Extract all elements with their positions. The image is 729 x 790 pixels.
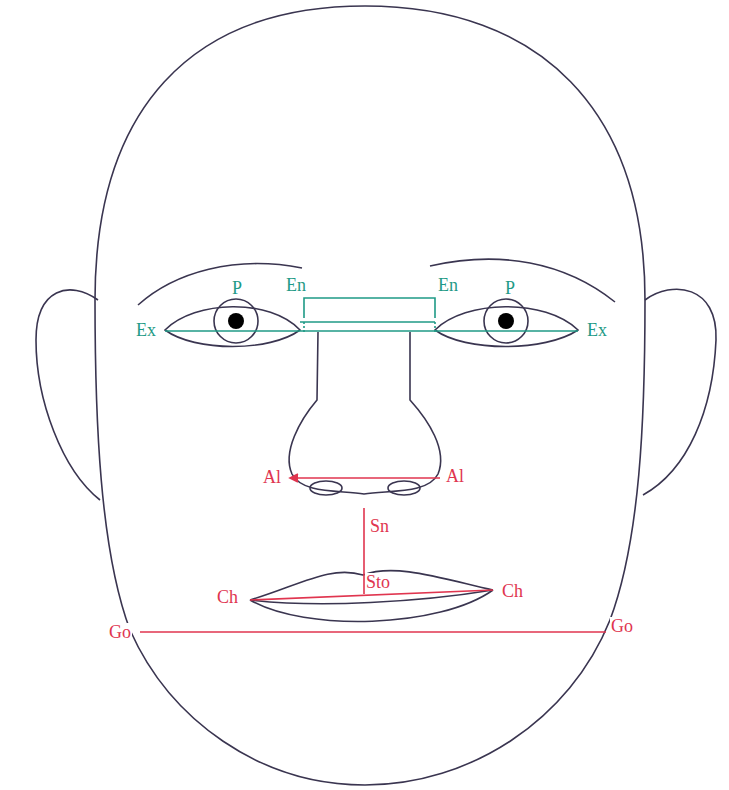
landmark-label: En: [285, 276, 307, 294]
landmark-label: En: [437, 276, 459, 294]
landmark-label: Al: [262, 468, 282, 486]
landmark-label: P: [231, 279, 243, 297]
landmark-label: Ch: [501, 582, 524, 600]
en-dash-right: [434, 322, 436, 332]
landmark-label: Go: [610, 617, 634, 635]
lip-line: [250, 590, 493, 604]
landmark-label: Ch: [216, 588, 239, 606]
al-al-line: [292, 477, 440, 479]
go-go-line: [140, 631, 606, 633]
landmark-label: Al: [445, 467, 465, 485]
en-dash-left: [303, 322, 305, 332]
left-ear: [36, 290, 100, 500]
right-pupil: [498, 313, 514, 329]
pupil-line: [300, 321, 435, 323]
left-nostril: [310, 481, 342, 495]
landmark-label: Go: [108, 623, 132, 641]
right-nostril: [388, 481, 420, 495]
landmark-label: Ex: [135, 321, 157, 339]
lower-lip: [250, 590, 493, 622]
al-arrowhead: [290, 474, 298, 482]
ex-ex-line: [165, 330, 578, 332]
right-eye: [435, 307, 578, 347]
left-eyebrow: [138, 264, 302, 305]
landmark-label: Sn: [369, 517, 390, 535]
landmark-label: P: [504, 279, 516, 297]
left-eye: [165, 307, 300, 347]
right-ear: [643, 289, 716, 495]
nose: [289, 332, 441, 494]
en-en-bracket: [304, 298, 435, 318]
left-pupil: [228, 313, 244, 329]
left-iris: [214, 299, 258, 343]
right-iris: [484, 299, 528, 343]
landmark-label: Sto: [365, 573, 391, 591]
face-outline: [95, 6, 645, 785]
landmark-label: Ex: [586, 321, 608, 339]
ch-ch-line: [250, 590, 493, 600]
right-eyebrow: [430, 259, 615, 302]
